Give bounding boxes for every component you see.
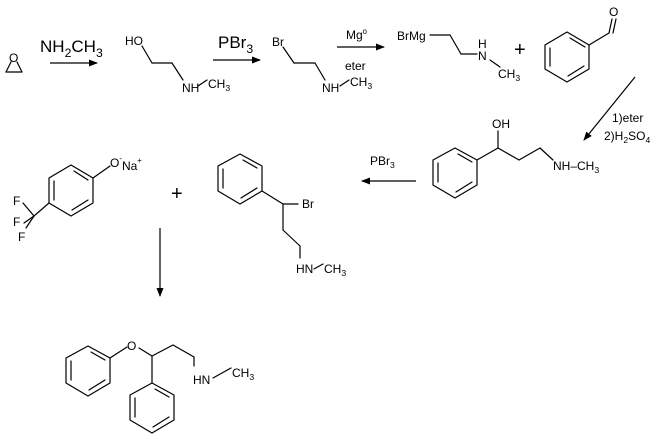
product-phenoxy-phenylpropylamine: O HN CH3 <box>65 339 254 434</box>
step3-reagent: Mgo eter <box>345 27 368 73</box>
svg-text:N: N <box>478 49 487 63</box>
oxygen-label: O <box>9 51 18 65</box>
step4-reagent: 1)eter 2)H2SO4 <box>604 111 650 145</box>
svg-text:F: F <box>13 194 20 208</box>
reaction-arrow-4 <box>583 76 636 141</box>
svg-text:CH3: CH3 <box>232 366 254 382</box>
svg-text:F: F <box>18 230 25 244</box>
svg-text:NH–CH3: NH–CH3 <box>553 159 599 175</box>
svg-text:NH: NH <box>182 81 199 95</box>
benzaldehyde: O <box>544 5 618 83</box>
svg-text:1)eter: 1)eter <box>612 111 643 125</box>
svg-text:Mgo: Mgo <box>346 27 368 42</box>
bromoethylmethylamine: Br NH CH3 <box>272 35 372 95</box>
svg-text:CH3: CH3 <box>208 77 230 93</box>
svg-text:F: F <box>13 215 20 229</box>
svg-text:PBr3: PBr3 <box>218 33 253 56</box>
ethylene-oxide: O <box>5 51 23 73</box>
methylaminoethanol: HO NH CH3 <box>125 34 230 95</box>
step1-reagent: NH2CH3 <box>40 37 103 60</box>
bromo-phenylpropylamine: Br HN CH3 <box>217 153 346 278</box>
svg-text:CH3: CH3 <box>350 75 372 91</box>
plus-sign-2: + <box>171 183 183 205</box>
svg-text:Br: Br <box>272 35 284 49</box>
svg-text:HN: HN <box>193 373 210 387</box>
svg-text:2)H2SO4: 2)H2SO4 <box>604 129 650 145</box>
svg-text:CH3: CH3 <box>498 67 520 83</box>
svg-text:CH3: CH3 <box>324 262 346 278</box>
svg-text:O-Na+: O-Na+ <box>110 154 142 173</box>
sodium-trifluoromethylphenoxide: O-Na+ F F F <box>13 154 142 244</box>
phenylpropanol-amine: OH NH–CH3 <box>432 117 599 199</box>
svg-text:Br: Br <box>302 197 314 211</box>
svg-text:PBr3: PBr3 <box>370 154 395 170</box>
svg-text:HO: HO <box>125 34 143 48</box>
svg-text:O: O <box>127 339 136 353</box>
svg-text:O: O <box>609 5 618 19</box>
plus-sign: + <box>514 39 526 61</box>
step5-reagent: PBr3 <box>370 154 395 170</box>
grignard-reagent: BrMg N H CH3 <box>397 29 520 83</box>
svg-text:NH2CH3: NH2CH3 <box>40 37 103 60</box>
svg-text:eter: eter <box>345 59 366 73</box>
svg-text:BrMg: BrMg <box>397 29 426 43</box>
svg-text:NH: NH <box>322 81 339 95</box>
svg-text:H: H <box>478 37 487 51</box>
svg-text:HN: HN <box>296 262 313 276</box>
step2-reagent: PBr3 <box>218 33 253 56</box>
svg-text:OH: OH <box>492 117 510 131</box>
